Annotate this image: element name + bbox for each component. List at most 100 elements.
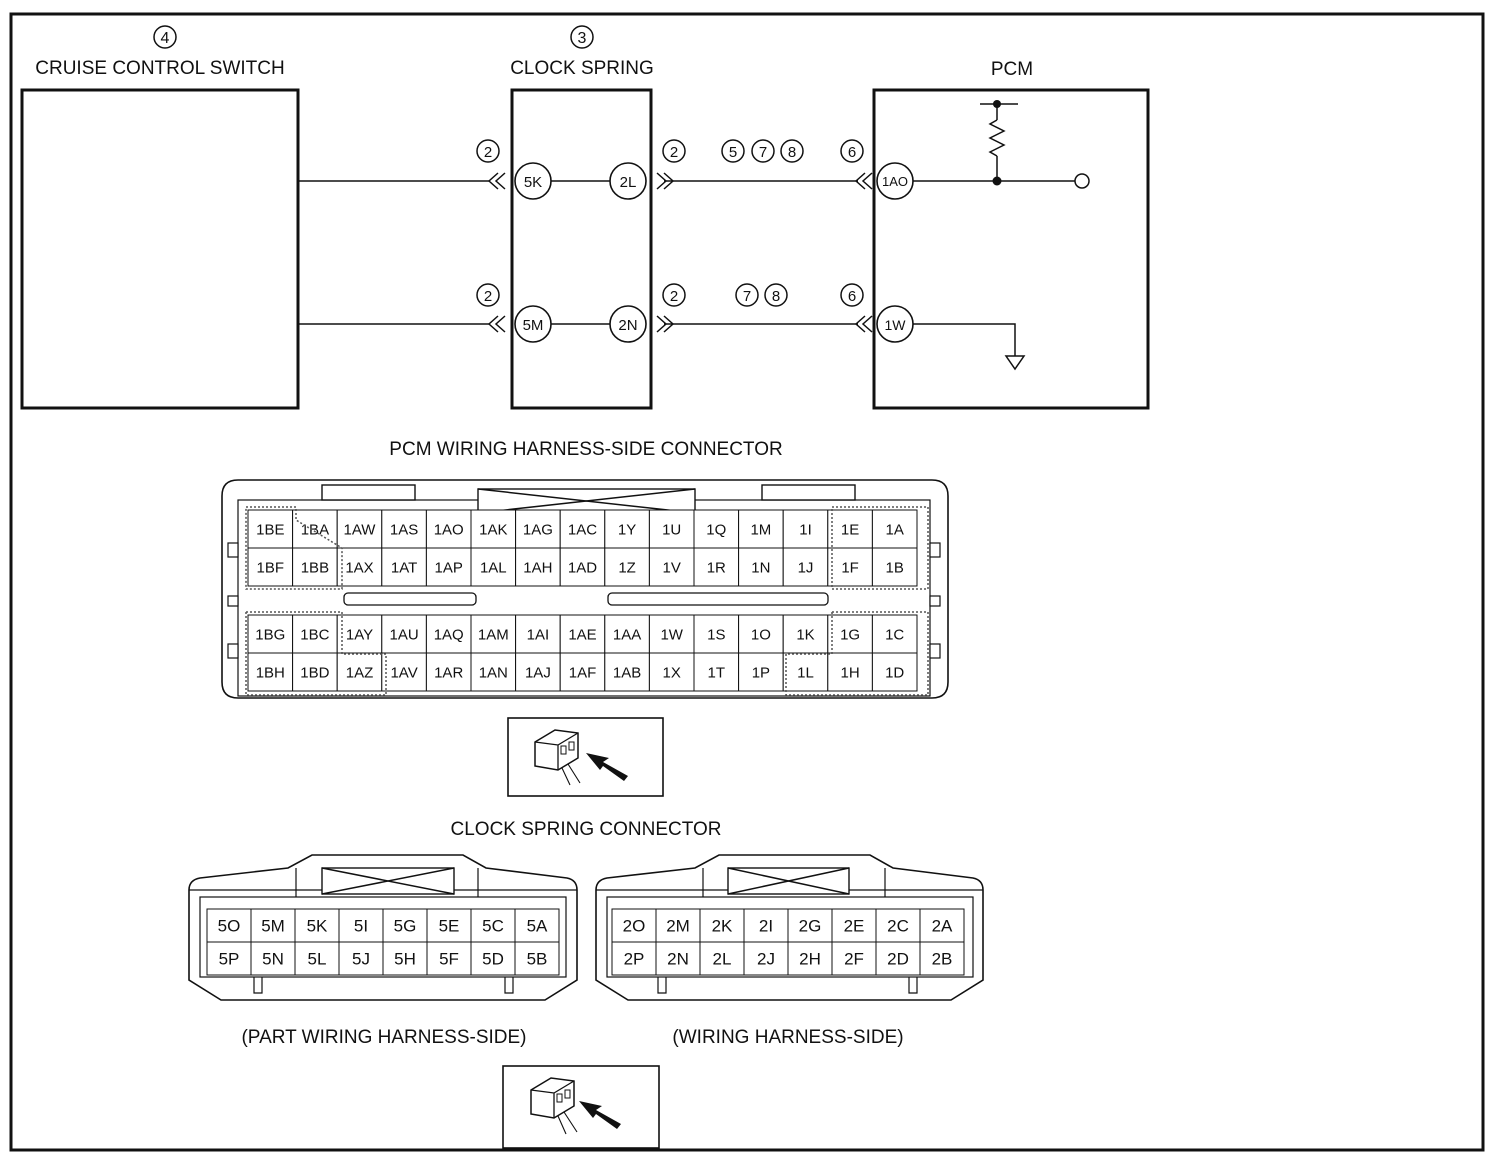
ref-cs-right-top: 2 xyxy=(670,144,678,161)
pin-label: 1K xyxy=(796,626,814,643)
pin-cell xyxy=(871,509,918,549)
pin-label: 1BD xyxy=(300,664,329,681)
pin-label: 5H xyxy=(394,950,416,969)
pcm-connector-hatching xyxy=(245,506,929,696)
pin-label: 1AI xyxy=(527,626,550,643)
pin-label: 1G xyxy=(840,626,860,643)
pin-cell xyxy=(294,908,340,943)
pin-label: 5F xyxy=(439,950,459,969)
pin-cell xyxy=(292,614,338,654)
pin-label: 1M xyxy=(750,521,771,538)
pin-label: 1B xyxy=(886,559,904,576)
ref-route-bottom-0: 7 xyxy=(743,288,751,305)
pin-cell xyxy=(743,908,789,943)
pin-label: 1F xyxy=(841,559,859,576)
pin-cell xyxy=(425,614,472,654)
pin-label: 5E xyxy=(439,917,460,936)
pin-label: 1AU xyxy=(390,626,419,643)
pin-label: 1AC xyxy=(568,521,597,538)
pin-label: 5K xyxy=(307,917,328,936)
pin-cell xyxy=(648,652,695,692)
pin-label: 2J xyxy=(757,950,775,969)
pin-cell xyxy=(336,547,383,587)
pin-cell xyxy=(426,908,472,943)
pin-label: 1AK xyxy=(479,521,507,538)
pin-label: 2H xyxy=(799,950,821,969)
pin-cell xyxy=(871,547,918,587)
pin-label: 5I xyxy=(354,917,368,936)
pin-label: 1A xyxy=(886,521,904,538)
pin-label: 1C xyxy=(885,626,904,643)
pin-label: 5L xyxy=(308,950,327,969)
pin-label: 1BB xyxy=(301,559,329,576)
pin-label: 1AM xyxy=(478,626,509,643)
page-frame xyxy=(9,12,1485,1152)
pin-1ao: 1AO xyxy=(882,174,908,189)
pin-cell xyxy=(470,652,517,692)
pin-label: 1AX xyxy=(345,559,373,576)
pin-label: 1R xyxy=(707,559,726,576)
clock-spring-connector-view-icon xyxy=(502,1065,660,1149)
pin-label: 1W xyxy=(660,626,683,643)
pin-cell xyxy=(693,509,740,549)
pin-label: 1AZ xyxy=(346,664,374,681)
pin-cell xyxy=(875,941,921,976)
pin-1w: 1W xyxy=(885,317,907,333)
pin-label: 1N xyxy=(751,559,770,576)
pin-label: 1AV xyxy=(390,664,417,681)
clock-spring-header: 3 CLOCK SPRING xyxy=(510,25,654,79)
pin-cell xyxy=(827,547,873,587)
pin-cell xyxy=(294,941,340,976)
cruise-switch-header: 4 CRUISE CONTROL SWITCH xyxy=(35,25,285,79)
pin-label: 1BF xyxy=(257,559,285,576)
pin-cell xyxy=(425,509,472,549)
ref-pcm-top: 6 xyxy=(848,144,856,161)
pin-cell xyxy=(787,941,833,976)
pin-cell xyxy=(827,509,873,549)
clock-spring-label: CLOCK SPRING xyxy=(510,58,654,79)
ref-route-top-0: 5 xyxy=(729,144,737,161)
pin-label: 1BH xyxy=(256,664,285,681)
pin-cell xyxy=(831,941,877,976)
pin-label: 1AQ xyxy=(434,626,464,643)
pin-label: 1V xyxy=(663,559,681,576)
pin-label: 1AF xyxy=(569,664,597,681)
pin-label: 1T xyxy=(708,664,726,681)
pcm-label: PCM xyxy=(991,59,1033,80)
pin-label: 2A xyxy=(932,917,953,936)
pin-label: 5C xyxy=(482,917,504,936)
pin-label: 5D xyxy=(482,950,504,969)
wire-bottom: 5M 2N 1W 2 2 6 7 8 xyxy=(298,283,1026,371)
ref-cs-right-bottom: 2 xyxy=(670,288,678,305)
ref-pcm-bottom: 6 xyxy=(848,288,856,305)
pin-label: 1J xyxy=(798,559,814,576)
pin-label: 1BC xyxy=(300,626,329,643)
pin-cell xyxy=(247,547,294,587)
pin-5m: 5M xyxy=(523,317,544,334)
pcm-connector-view-icon xyxy=(507,717,664,797)
cruise-control-switch-box xyxy=(20,88,300,410)
pin-label: 2B xyxy=(932,950,953,969)
pin-label: 1AP xyxy=(435,559,463,576)
pin-label: 1AW xyxy=(344,521,377,538)
pin-cell xyxy=(559,547,606,587)
pin-label: 5O xyxy=(218,917,241,936)
pin-cell xyxy=(738,652,784,692)
pin-cell xyxy=(470,509,517,549)
pin-cell xyxy=(247,614,294,654)
pin-cell xyxy=(743,941,789,976)
pin-cell xyxy=(206,941,252,976)
pin-2l: 2L xyxy=(620,174,637,191)
pin-cell xyxy=(782,652,829,692)
pin-cell xyxy=(470,547,517,587)
wire-top: 5K 2L 1AO 2 2 6 5 7 8 xyxy=(298,100,1090,200)
ref-route-top-2: 8 xyxy=(788,144,796,161)
pin-label: 1AB xyxy=(613,664,641,681)
pin-label: 2I xyxy=(759,917,773,936)
pin-label: 1BE xyxy=(256,521,284,538)
pin-label: 1BA xyxy=(301,521,329,538)
pin-2n: 2N xyxy=(618,317,637,334)
